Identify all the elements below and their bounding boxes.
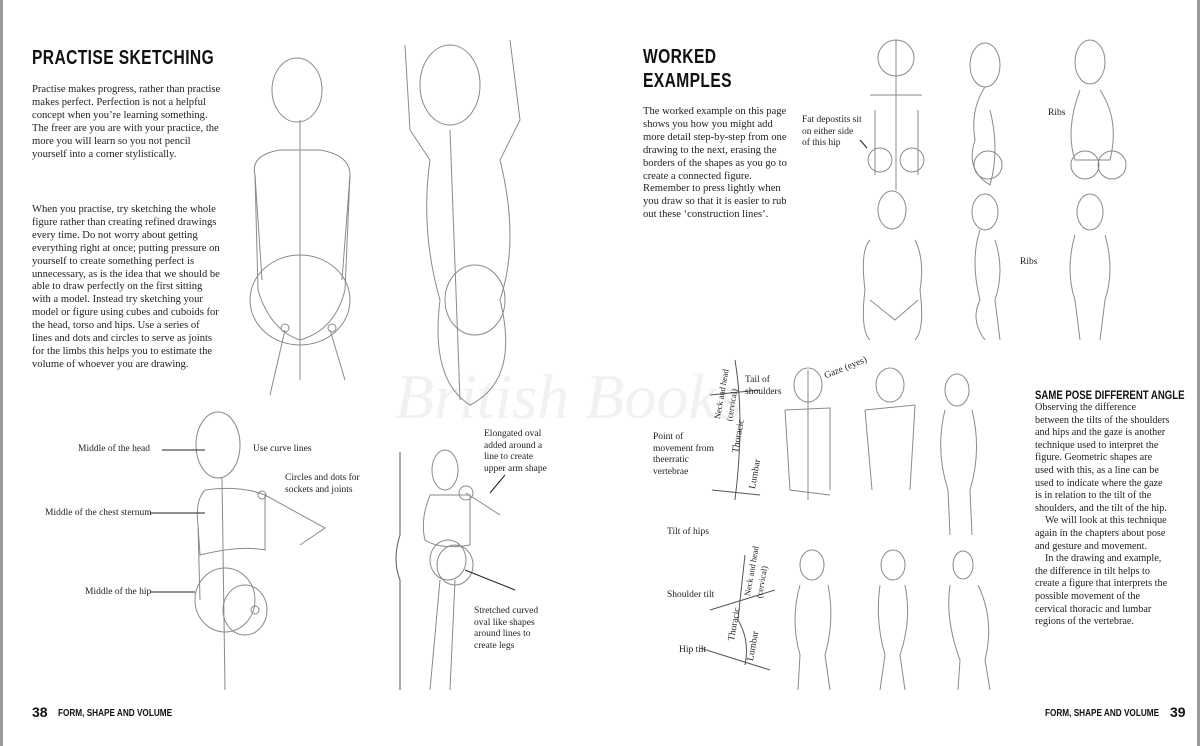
intro-paragraph: Practise makes progress, rather than pra… (32, 84, 221, 160)
label-curve-lines: Use curve lines (253, 444, 312, 454)
label-tilt-hips: Tilt of hips (667, 527, 709, 537)
page-edge-right (1197, 0, 1200, 746)
worked-intro: The worked example on this page shows yo… (643, 106, 787, 221)
body-paragraph: When you practise, try sketching the who… (32, 204, 220, 370)
label-tail-shoulders: Tail of shoulders (745, 375, 793, 398)
label-point-of-movement: Point of movement from theerratic verteb… (653, 432, 714, 477)
label-shoulder-tilt: Shoulder tilt (667, 590, 715, 600)
sketch-worked-row-2 (862, 190, 1111, 341)
side-title: SAME POSE DIFFERENT ANGLE (1035, 388, 1185, 402)
label-circles-dots: Circles and dots for sockets and joints (285, 473, 360, 495)
side-text: Observing the difference between the til… (1035, 402, 1170, 629)
label-elongated-oval: Elongated oval added around a line to cr… (484, 429, 547, 474)
label-stretched-oval: Stretched curved oval like shapes around… (474, 606, 539, 651)
sketch-arms-raised-figure (404, 39, 521, 406)
sketch-tilt-row (699, 549, 991, 691)
label-fat-deposits: Fat depostits sit on either side of this… (802, 115, 862, 148)
running-title-right: FORM, SHAPE AND VOLUME (1045, 708, 1160, 719)
side-paragraph: In the drawing and example, the differen… (1035, 553, 1168, 628)
sketch-gaze-row (709, 359, 977, 536)
page-number-right: 39 (1170, 704, 1186, 720)
label-hip-tilt: Hip tilt (679, 645, 707, 655)
label-middle-head: Middle of the head (78, 444, 151, 454)
side-paragraph: We will look at this technique again in … (1035, 515, 1167, 552)
sketch-construction-figure (150, 411, 326, 691)
page-number-left: 38 (32, 704, 48, 720)
running-title-left: FORM, SHAPE AND VOLUME (58, 708, 173, 719)
label-ribs-top: Ribs (1048, 108, 1066, 118)
side-paragraph: Observing the difference between the til… (1035, 402, 1170, 514)
section-title: WORKED EXAMPLES (643, 46, 732, 92)
sketch-side-figure (395, 449, 516, 691)
sketch-worked-row-1 (859, 39, 1127, 190)
label-ribs-bottom: Ribs (1020, 257, 1038, 267)
page-title: PRACTISE SKETCHING (32, 47, 215, 69)
page-edge-left (0, 0, 3, 746)
label-tail-text: Tail of shoulders (745, 375, 782, 397)
watermark: British Books (395, 361, 742, 432)
label-middle-hip: Middle of the hip (85, 587, 152, 597)
label-chest-sternum: Middle of the chest sternum (45, 508, 152, 518)
sketch-back-figure (249, 57, 351, 396)
